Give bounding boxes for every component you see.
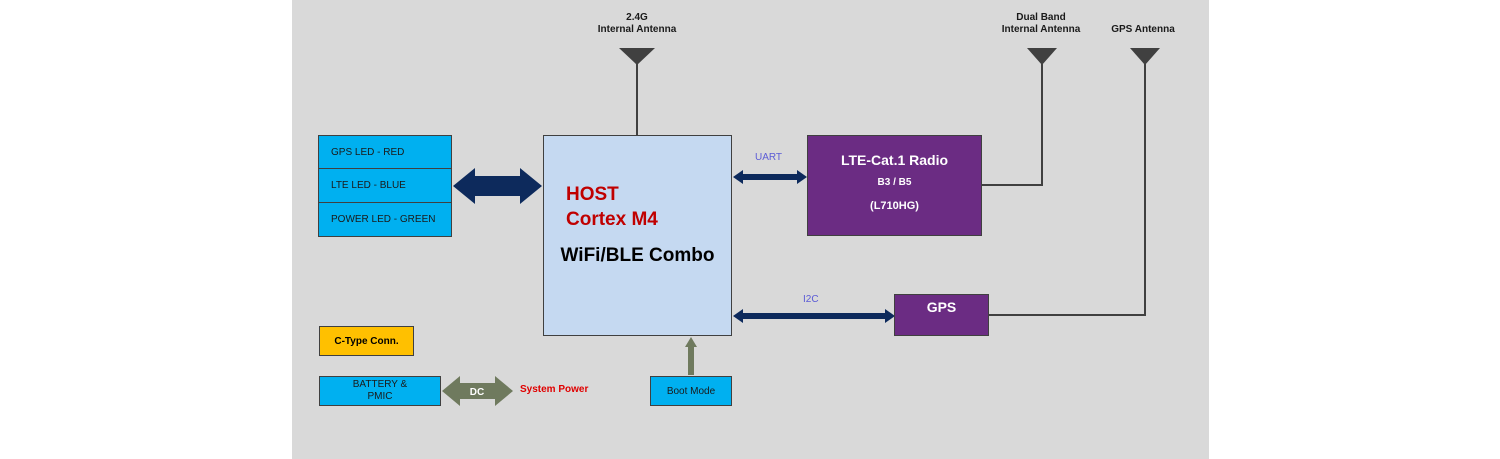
- system-power-label: System Power: [520, 384, 589, 395]
- host-title: HOST Cortex M4: [566, 182, 658, 232]
- lte-antenna-wire: [981, 64, 1043, 186]
- lte-antenna-label-line1: Dual Band: [1016, 12, 1066, 23]
- uart-label: UART: [755, 152, 783, 163]
- gps-antenna-label: GPS Antenna: [1083, 24, 1203, 36]
- led-block: GPS LED - RED LTE LED - BLUE POWER LED -…: [318, 135, 452, 237]
- c-type-connector-label: C-Type Conn.: [334, 335, 399, 347]
- i2c-arrow: [733, 309, 895, 323]
- led-power-green-label: POWER LED - GREEN: [331, 214, 436, 225]
- boot-arrow: [685, 337, 697, 375]
- host-subtitle: WiFi/BLE Combo: [560, 245, 715, 266]
- boot-mode-block: Boot Mode: [650, 376, 732, 406]
- wifi-antenna-label-line2: Internal Antenna: [597, 24, 677, 35]
- lte-radio-block: LTE-Cat.1 Radio B3 / B5 (L710HG): [807, 135, 982, 236]
- led-host-arrow: [453, 168, 542, 204]
- lte-antenna-label-line2: Internal Antenna: [1001, 24, 1081, 35]
- wifi-antenna-label: 2.4G Internal Antenna: [577, 12, 697, 36]
- lte-antenna-icon: [1027, 48, 1057, 65]
- lte-radio-bands: B3 / B5: [877, 177, 912, 188]
- led-power-green: POWER LED - GREEN: [319, 203, 451, 236]
- i2c-label: I2C: [803, 294, 819, 305]
- led-lte-blue: LTE LED - BLUE: [319, 169, 451, 203]
- battery-pmic-block: BATTERY & PMIC: [319, 376, 441, 406]
- gps-antenna-icon: [1130, 48, 1160, 65]
- wifi-antenna-label-line1: 2.4G: [626, 12, 648, 23]
- wifi-antenna-icon: [619, 48, 655, 65]
- lte-antenna-label: Dual Band Internal Antenna: [981, 12, 1101, 36]
- host-block: HOST Cortex M4 WiFi/BLE Combo: [543, 135, 732, 336]
- lte-radio-model: (L710HG): [870, 200, 919, 212]
- battery-pmic-line1: BATTERY &: [352, 379, 408, 390]
- uart-arrow: [733, 170, 807, 184]
- c-type-connector: C-Type Conn.: [319, 326, 414, 356]
- battery-pmic-line2: PMIC: [367, 391, 393, 402]
- boot-mode-label: Boot Mode: [666, 385, 716, 397]
- led-gps-red-label: GPS LED - RED: [331, 146, 405, 158]
- dc-arrow: [442, 376, 513, 406]
- led-lte-blue-label: LTE LED - BLUE: [331, 180, 406, 191]
- gps-module-block: GPS: [894, 294, 989, 336]
- gps-module-title: GPS: [926, 299, 957, 315]
- host-title-line1: HOST: [566, 184, 619, 205]
- host-title-line2: Cortex M4: [566, 209, 658, 230]
- gps-antenna-wire: [988, 64, 1146, 316]
- led-gps-red: GPS LED - RED: [319, 136, 451, 169]
- dc-label: DC: [470, 387, 484, 398]
- gps-antenna-label-line1: GPS Antenna: [1111, 24, 1175, 35]
- lte-radio-title: LTE-Cat.1 Radio: [840, 152, 949, 168]
